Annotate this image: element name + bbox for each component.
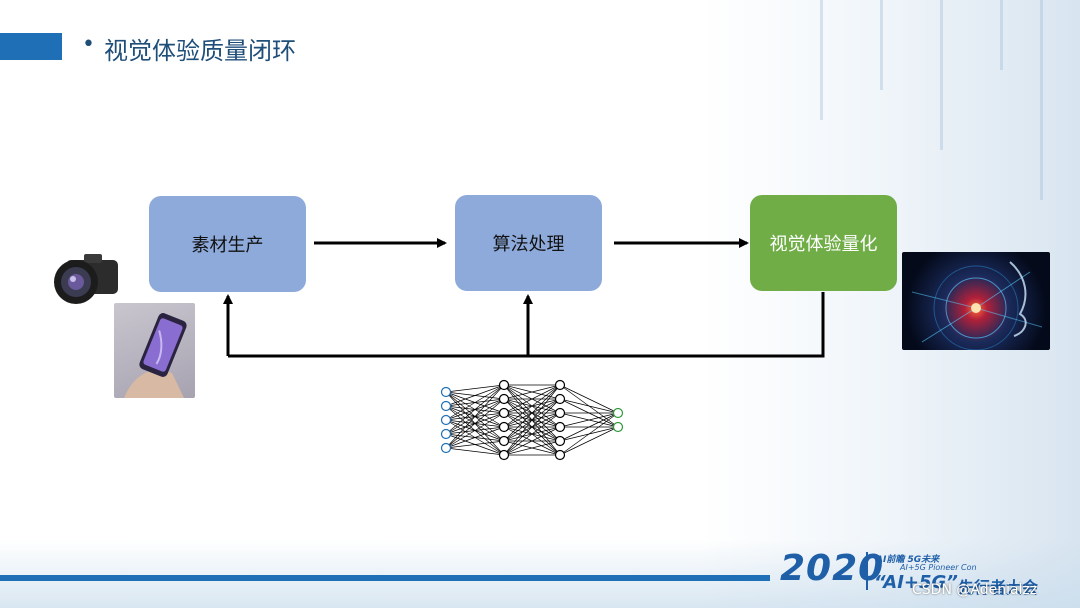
node-visual-experience-quantification: 视觉体验量化 xyxy=(750,195,897,291)
node-algorithm-processing: 算法处理 xyxy=(455,195,602,291)
footer-logo-year: 2020 xyxy=(780,548,885,589)
neural-network-diagram xyxy=(440,379,624,461)
nn-connection xyxy=(559,412,619,442)
nn-connection xyxy=(503,412,561,456)
nn-connection xyxy=(445,398,505,449)
nn-connection xyxy=(559,398,619,414)
footer-logo-subtitle: AI+5G Pioneer Con xyxy=(900,563,977,572)
nn-node xyxy=(498,407,510,419)
background-stripe xyxy=(1000,0,1003,70)
nn-node xyxy=(440,386,452,398)
nn-node xyxy=(498,449,510,461)
nn-connection xyxy=(445,384,505,449)
nn-connection xyxy=(503,426,561,456)
nn-node xyxy=(554,379,566,391)
nn-node xyxy=(440,428,452,440)
nn-connection xyxy=(503,384,561,400)
nn-connection xyxy=(503,384,561,428)
background-stripe xyxy=(820,0,823,120)
nn-connection xyxy=(445,426,505,449)
background-stripe xyxy=(880,0,883,90)
nn-connection xyxy=(445,384,505,421)
nn-connection xyxy=(503,384,561,414)
nn-connection xyxy=(503,398,561,456)
footer-logo-divider xyxy=(866,552,868,590)
nn-connection xyxy=(445,412,505,449)
nn-connection xyxy=(445,384,505,393)
camera-image xyxy=(54,254,118,304)
smartphone-in-hand-image xyxy=(114,303,195,398)
background-stripe xyxy=(1040,0,1043,200)
title-bullet: • xyxy=(82,32,95,57)
nn-node xyxy=(612,421,624,433)
footer-logo-slogan: “AI+5G” xyxy=(874,572,958,593)
node-material-production: 素材生产 xyxy=(149,196,306,292)
footer-accent-line xyxy=(0,575,770,581)
nn-connection xyxy=(559,426,619,456)
nn-connection xyxy=(503,384,561,456)
nn-connection xyxy=(559,412,619,428)
nn-connection xyxy=(559,384,619,414)
nn-node xyxy=(554,449,566,461)
nn-node xyxy=(440,400,452,412)
nn-node xyxy=(498,393,510,405)
nn-connection xyxy=(559,412,619,456)
ai-visual-image xyxy=(902,252,1050,350)
nn-node xyxy=(612,407,624,419)
nn-node xyxy=(498,421,510,433)
feedback-loop-line xyxy=(228,292,825,358)
nn-node xyxy=(554,393,566,405)
nn-connection xyxy=(445,440,505,449)
watermark: CSDN @Adenialzz xyxy=(912,582,1038,598)
nn-node xyxy=(554,435,566,447)
nn-connection xyxy=(503,440,561,456)
nn-node xyxy=(440,414,452,426)
nn-connection xyxy=(445,384,505,435)
nn-node xyxy=(554,421,566,433)
nn-node xyxy=(498,435,510,447)
nn-node xyxy=(440,442,452,454)
footer-logo-event: 先行者大会 xyxy=(958,578,1039,597)
slide-title: 视觉体验质量闭环 xyxy=(104,37,296,65)
nn-connection xyxy=(503,384,561,442)
nn-node xyxy=(498,379,510,391)
background-bottom xyxy=(0,540,1080,608)
title-accent-bar xyxy=(0,33,62,60)
nn-node xyxy=(554,407,566,419)
nn-connection xyxy=(445,384,505,407)
footer-logo-tagline: AI前瞻 5G未来 xyxy=(876,555,940,565)
background-stripe xyxy=(940,0,943,150)
nn-connection xyxy=(445,447,505,456)
